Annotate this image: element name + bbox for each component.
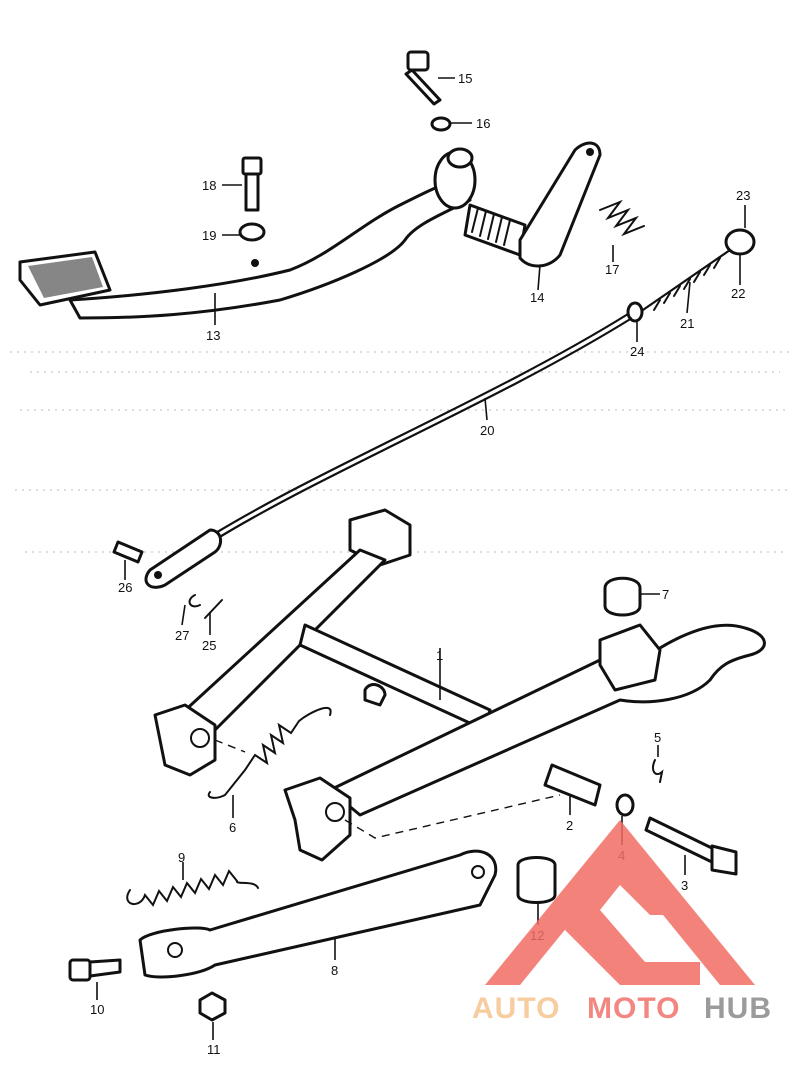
callout-label: 26: [118, 580, 132, 595]
side-stand-8: [138, 849, 498, 979]
spring-9: [126, 869, 259, 907]
callout-label: 23: [736, 188, 750, 203]
callout-label: 1: [436, 648, 443, 663]
leader-lines: [96, 77, 746, 1040]
callout-label: 27: [175, 628, 189, 643]
brake-arm-14: [463, 141, 602, 268]
callout-label: 21: [680, 316, 694, 331]
center-stand-1: [153, 508, 766, 862]
callout-label: 17: [605, 262, 619, 277]
collar-2: [543, 763, 602, 807]
callout-label: 22: [731, 286, 745, 301]
washer-16: [430, 116, 452, 132]
bolt-18: [241, 156, 263, 212]
callout-label: 8: [331, 963, 338, 978]
nut-19: [238, 222, 266, 242]
callout-label: 6: [229, 820, 236, 835]
callout-label: 5: [654, 730, 661, 745]
brand-hub: HUB: [704, 992, 772, 1025]
logo-triangle-outer: [485, 820, 755, 985]
logo-g-mark: [565, 860, 700, 985]
brake-rod-20: [144, 228, 756, 589]
clip-27: [188, 594, 201, 608]
watermark-logo: AUTO MOTO HUB: [472, 820, 772, 1025]
callout-label: 19: [202, 228, 216, 243]
callout-label: 20: [480, 423, 494, 438]
spring-6: [207, 706, 332, 799]
cotter-pin-25: [204, 599, 223, 619]
collar-12: [516, 856, 557, 904]
callout-label: 18: [202, 178, 216, 193]
washer-4: [615, 793, 635, 817]
bolt-3: [644, 816, 738, 876]
brand-auto: AUTO: [472, 992, 560, 1025]
pin-26: [112, 540, 144, 564]
spring-17: [599, 199, 645, 237]
callout-label: 7: [662, 587, 669, 602]
callout-label: 10: [90, 1002, 104, 1017]
bolt-10: [68, 958, 122, 982]
callout-label: 14: [530, 290, 544, 305]
brake-pedal-part: [18, 147, 477, 320]
callout-label: 25: [202, 638, 216, 653]
callout-label: 11: [207, 1042, 221, 1057]
callout-label: 24: [630, 344, 644, 359]
callout-label: 16: [476, 116, 490, 131]
callout-label: 13: [206, 328, 220, 343]
callout-label: 15: [458, 71, 472, 86]
callout-label: 9: [178, 850, 185, 865]
brand-moto: MOTO: [587, 992, 680, 1025]
pin-5: [652, 759, 664, 783]
nut-11: [198, 991, 227, 1022]
callout-label: 2: [566, 818, 573, 833]
callout-label: 3: [681, 878, 688, 893]
rubber-stop-7: [603, 576, 642, 617]
bolt-15: [404, 50, 442, 106]
